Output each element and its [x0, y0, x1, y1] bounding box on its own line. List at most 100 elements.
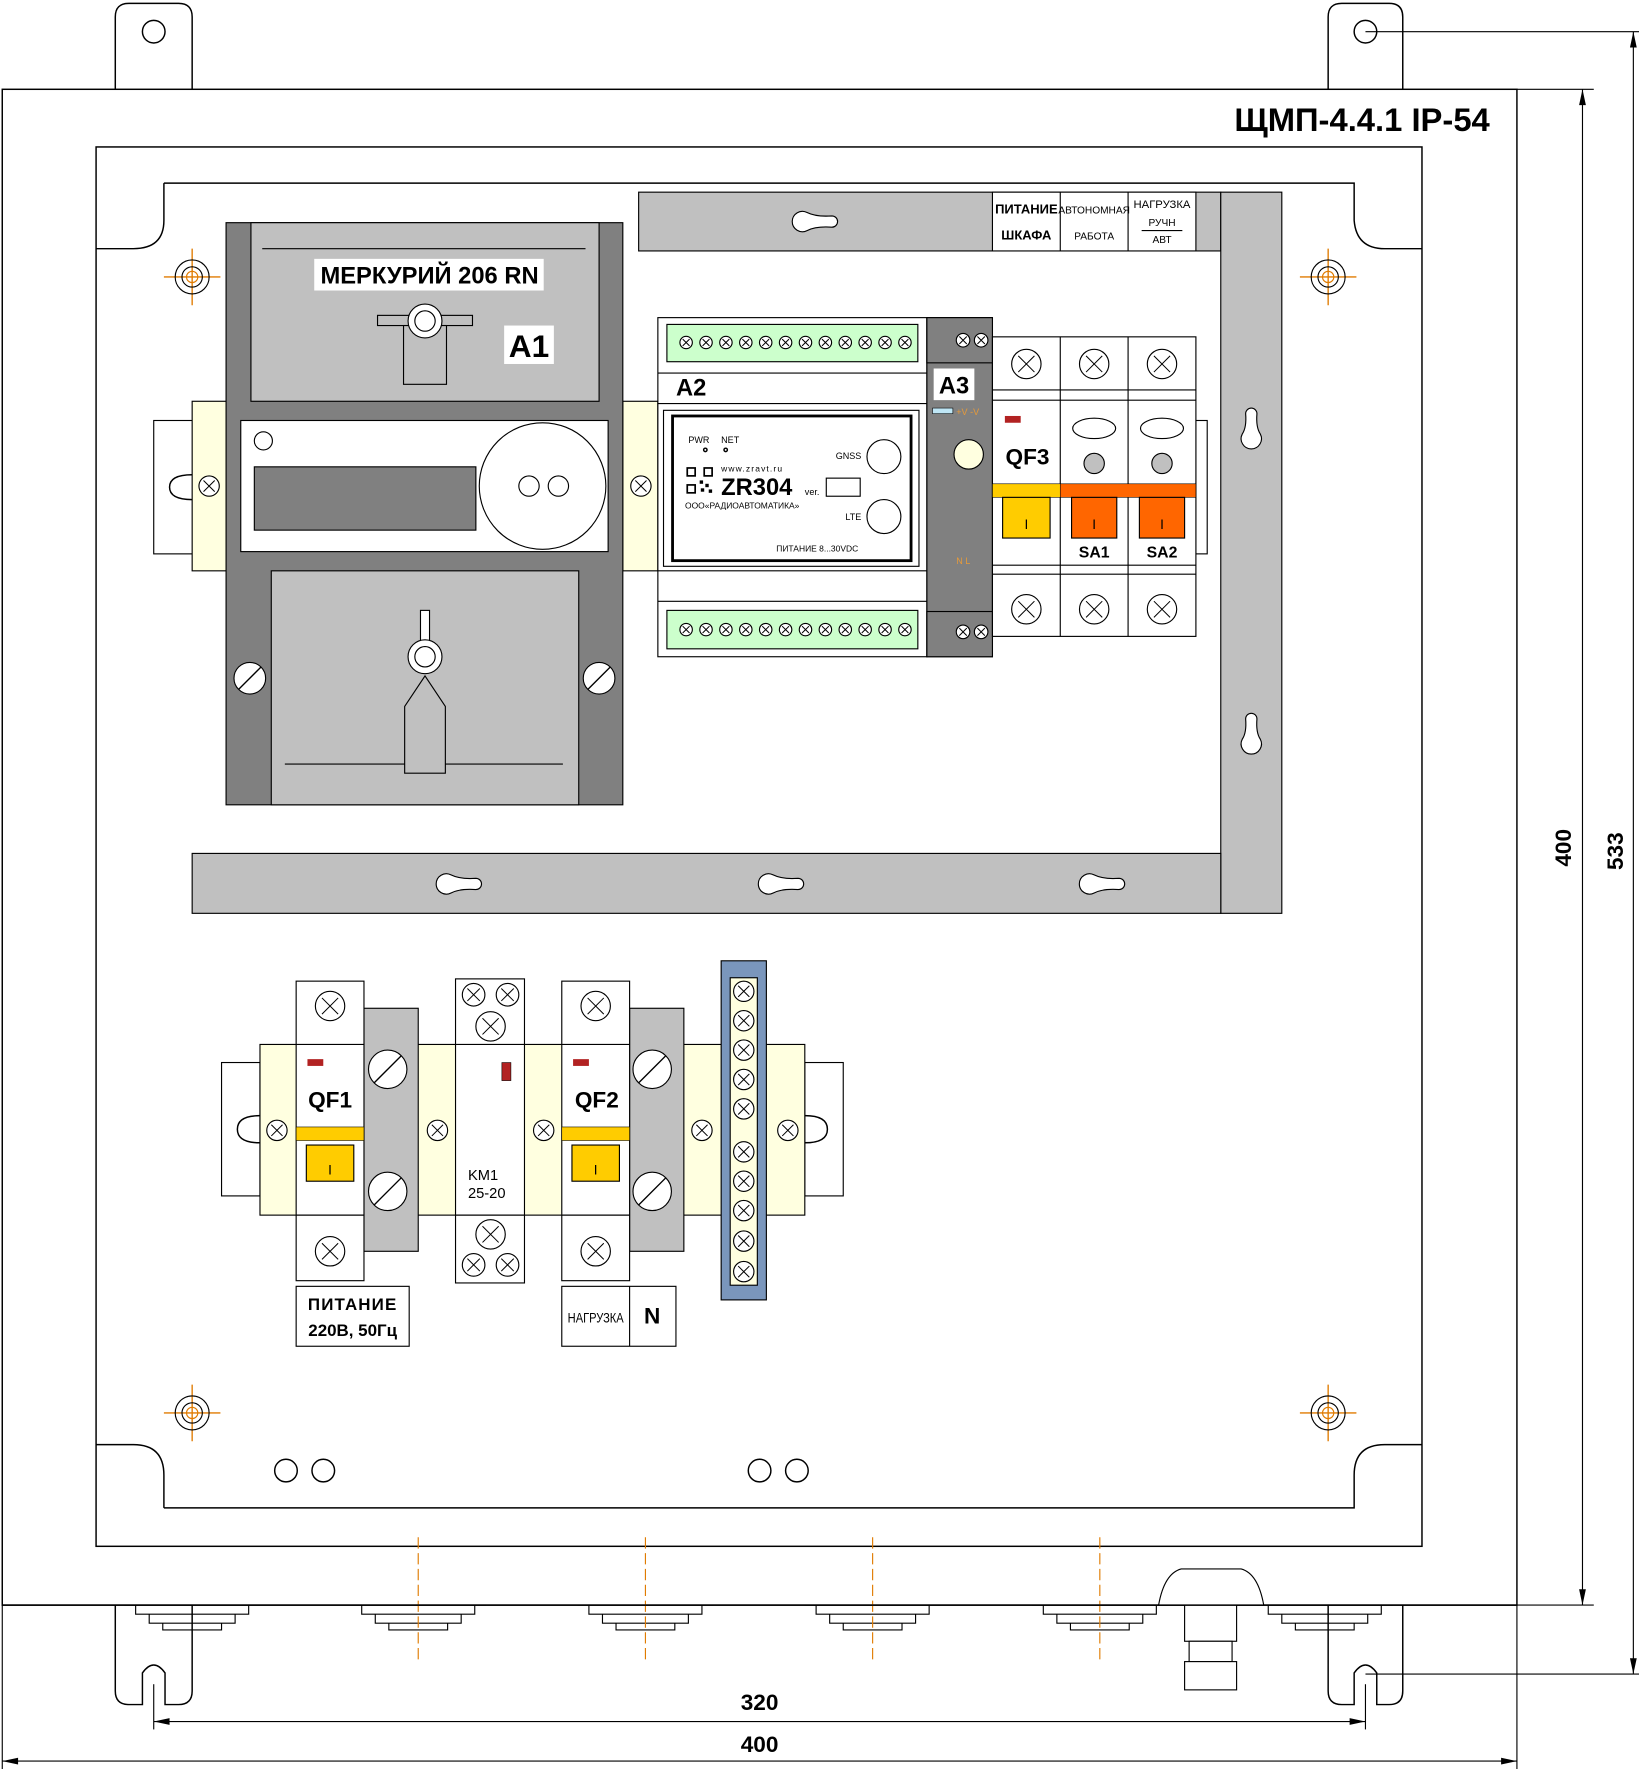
screw-icon [973, 332, 989, 348]
screw-icon [973, 624, 989, 640]
dimension-mount-width: 320 [741, 1690, 779, 1715]
screw-icon [679, 622, 693, 637]
screw-icon [778, 622, 793, 637]
controller-url: www.zravt.ru [720, 463, 783, 473]
controller-a2: A2 PWR NET www.zravt.ru ZR304 ver. ООО«Р… [657, 317, 928, 658]
cable-entry-plug [804, 1537, 941, 1662]
qf1-handle-mark: I [328, 1162, 332, 1177]
controller-maker: ООО«РАДИОАВТОМАТИКА» [685, 501, 800, 511]
qf3-handle-mark: I [1024, 517, 1028, 532]
psu-designator: A3 [939, 373, 969, 399]
cable-entry-plug [350, 1537, 487, 1662]
meter-designator: A1 [509, 328, 549, 364]
cable-gland [1157, 1568, 1265, 1691]
psu-trim-potentiometer [953, 439, 984, 470]
screw-icon [818, 335, 833, 350]
qf2-indicator [573, 1059, 589, 1066]
meter-name: МЕРКУРИЙ 206 RN [320, 262, 538, 290]
screw-icon [777, 1119, 799, 1142]
door-inner-plate [95, 146, 1423, 1548]
cable-entry-plug [1256, 1604, 1393, 1631]
circuit-breaker-qf2: QF2 I [561, 980, 685, 1282]
slotted-screw-icon [367, 1171, 408, 1212]
meter-display [253, 466, 477, 531]
corner-mounting-screw-icon [1299, 1384, 1357, 1442]
screw-icon [838, 335, 853, 350]
label-power-2: ШКАФА [1001, 228, 1052, 243]
screw-icon [778, 335, 793, 350]
screw-icon [733, 1068, 755, 1091]
din-rail-upper [153, 400, 1208, 572]
keyhole-icon [1240, 712, 1263, 755]
screw-icon [1078, 348, 1110, 380]
dimension-mount-height: 400 [1551, 829, 1576, 867]
sa2-handle [1138, 496, 1186, 539]
mounting-ear-top-left [114, 2, 193, 90]
km1-label: KM1 [468, 1168, 498, 1184]
screw-icon [314, 1236, 346, 1267]
mounting-ear-bottom-left [114, 1605, 193, 1706]
screw-icon [955, 332, 971, 348]
controller-power-rating: ПИТАНИЕ 8...30VDC [776, 544, 858, 554]
mounting-ear-top-right [1327, 2, 1404, 90]
sa2-indicator [1139, 417, 1185, 440]
controller-designator: A2 [676, 376, 706, 402]
screw-icon [858, 335, 872, 350]
sa2-handle-mark: I [1160, 517, 1164, 532]
keyhole-icon [1240, 407, 1263, 450]
label-power-1: ПИТАНИЕ [995, 202, 1058, 217]
cabinet-title: ЩМП-4.4.1 IP-54 [1234, 101, 1490, 138]
screw-icon [426, 1119, 449, 1142]
gnss-label: GNSS [836, 451, 862, 461]
screw-icon [580, 990, 611, 1022]
lte-label: LTE [845, 512, 861, 522]
modular-devices-upper: QF3 I I I SA1 SA2 [991, 336, 1197, 637]
sa2-label: SA2 [1147, 544, 1178, 561]
qf1-label: QF1 [308, 1088, 352, 1113]
net-label: NET [721, 435, 740, 445]
version-field [825, 477, 861, 497]
version-label: ver. [805, 487, 820, 497]
label-autonomous-1: АВТОНОМНАЯ [1058, 206, 1130, 217]
screw-icon [198, 475, 220, 497]
power-supply-a3: A3 +V -V N L [926, 317, 994, 658]
label-supply: ПИТАНИЕ 220В, 50Гц [295, 1285, 410, 1347]
screw-icon [314, 990, 346, 1022]
km1-rating: 25-20 [468, 1186, 506, 1202]
gnss-antenna-connector [866, 439, 902, 475]
supply-label-1: ПИТАНИЕ [308, 1295, 397, 1314]
din-frame [191, 191, 1283, 914]
screw-icon [733, 1039, 755, 1061]
km1-indicator [501, 1062, 512, 1081]
screw-icon [818, 622, 833, 637]
screw-icon [733, 1098, 755, 1120]
cable-entry-plug [1032, 1537, 1168, 1662]
label-load-1: НАГРУЗКА [1134, 199, 1191, 211]
screw-icon [461, 1252, 486, 1277]
qf3-handle [1002, 496, 1051, 539]
psu-input-label: N L [956, 556, 970, 566]
screw-icon [733, 1199, 755, 1222]
corner-mounting-screw-icon [1299, 248, 1357, 306]
supply-label-2: 220В, 50Гц [308, 1321, 397, 1340]
ventilation-holes [273, 1458, 809, 1483]
cable-entry-plug [577, 1537, 714, 1662]
screw-icon [898, 335, 912, 350]
screw-icon [739, 622, 753, 637]
label-load-2: РУЧН [1148, 218, 1175, 229]
screw-icon [758, 335, 773, 350]
circuit-breaker-qf1: QF1 I [295, 980, 419, 1282]
screw-icon [495, 982, 520, 1007]
slotted-screw-icon [632, 1171, 672, 1212]
keyhole-icon [791, 210, 839, 233]
screw-icon [733, 1009, 755, 1032]
label-load: НАГРУЗКА N [561, 1285, 677, 1347]
screw-icon [898, 622, 912, 637]
lte-antenna-connector [866, 499, 902, 535]
screw-icon [858, 622, 872, 637]
psu-led [932, 407, 954, 414]
screw-icon [878, 622, 892, 637]
sa1-label: SA1 [1079, 544, 1110, 561]
screw-icon [733, 980, 755, 1003]
